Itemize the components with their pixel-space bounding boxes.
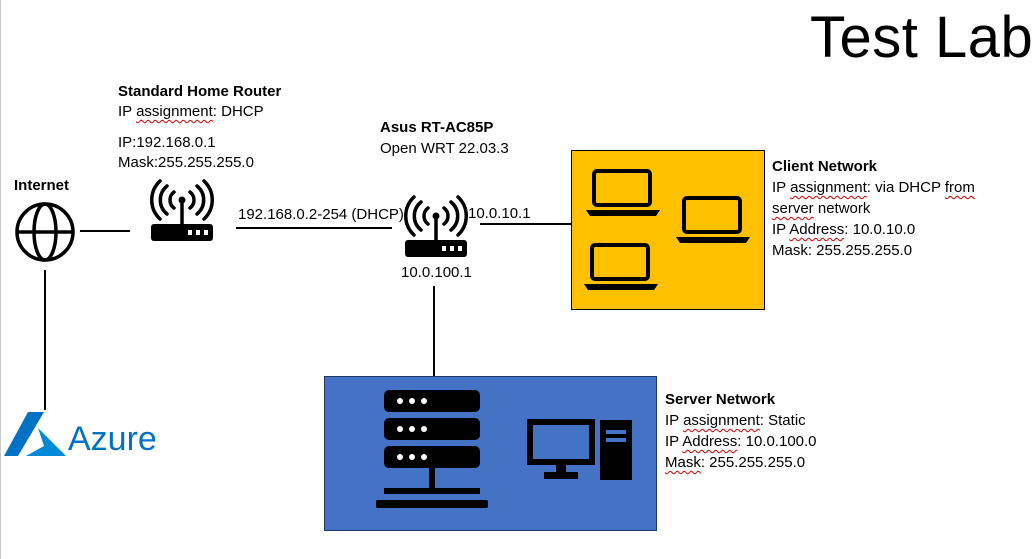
server-network-mask: Mask: 255.255.255.0 [665,454,806,471]
internet-label: Internet [14,177,70,194]
home-router-name: Standard Home Router [118,83,282,100]
asus-server-port-ip: 10.0.100.1 [401,264,472,281]
azure-logo-icon [4,412,66,456]
server-network-address: IP Address: 10.0.100.0 [665,433,817,450]
client-network-assignment: IP assignment: via DHCP from [772,179,975,196]
server-rack-icon [376,390,488,508]
laptop-icon [584,243,658,290]
home-router-mask: Mask:255.255.255.0 [118,154,254,171]
asus-router-firmware: Open WRT 22.03.3 [380,140,509,157]
laptop-icon [676,196,750,243]
link-asus-server [433,286,435,376]
client-network-name: Client Network [772,158,878,175]
home-router-icon [150,179,214,241]
server-network-assignment: IP assignment: Static [665,412,806,429]
asus-client-port-ip: 10.0.10.1 [468,205,531,222]
link-asus-client [480,223,571,225]
asus-router-icon [404,195,468,257]
page-title: Test Lab [810,5,1034,70]
link-home-router-asus [236,227,392,229]
laptop-icon [586,169,660,216]
home-router-assignment: IP assignment: DHCP [118,103,264,120]
link-internet-home-router [80,230,130,232]
asus-router-name: Asus RT-AC85P [380,119,494,136]
home-asus-link-label: 192.168.0.2-254 (DHCP) [238,206,404,223]
home-router-ip: IP:192.168.0.1 [118,134,216,151]
client-network-mask: Mask: 255.255.255.0 [772,242,913,259]
azure-label: Azure [68,420,157,458]
server-network-name: Server Network [665,391,776,408]
globe-icon [15,202,75,262]
desktop-computer-icon [527,419,632,480]
link-internet-azure [44,270,46,410]
client-network-assignment-cont: server network [772,200,871,217]
client-network-address: IP Address: 10.0.10.0 [772,221,916,238]
slide-left-border [0,0,1,559]
